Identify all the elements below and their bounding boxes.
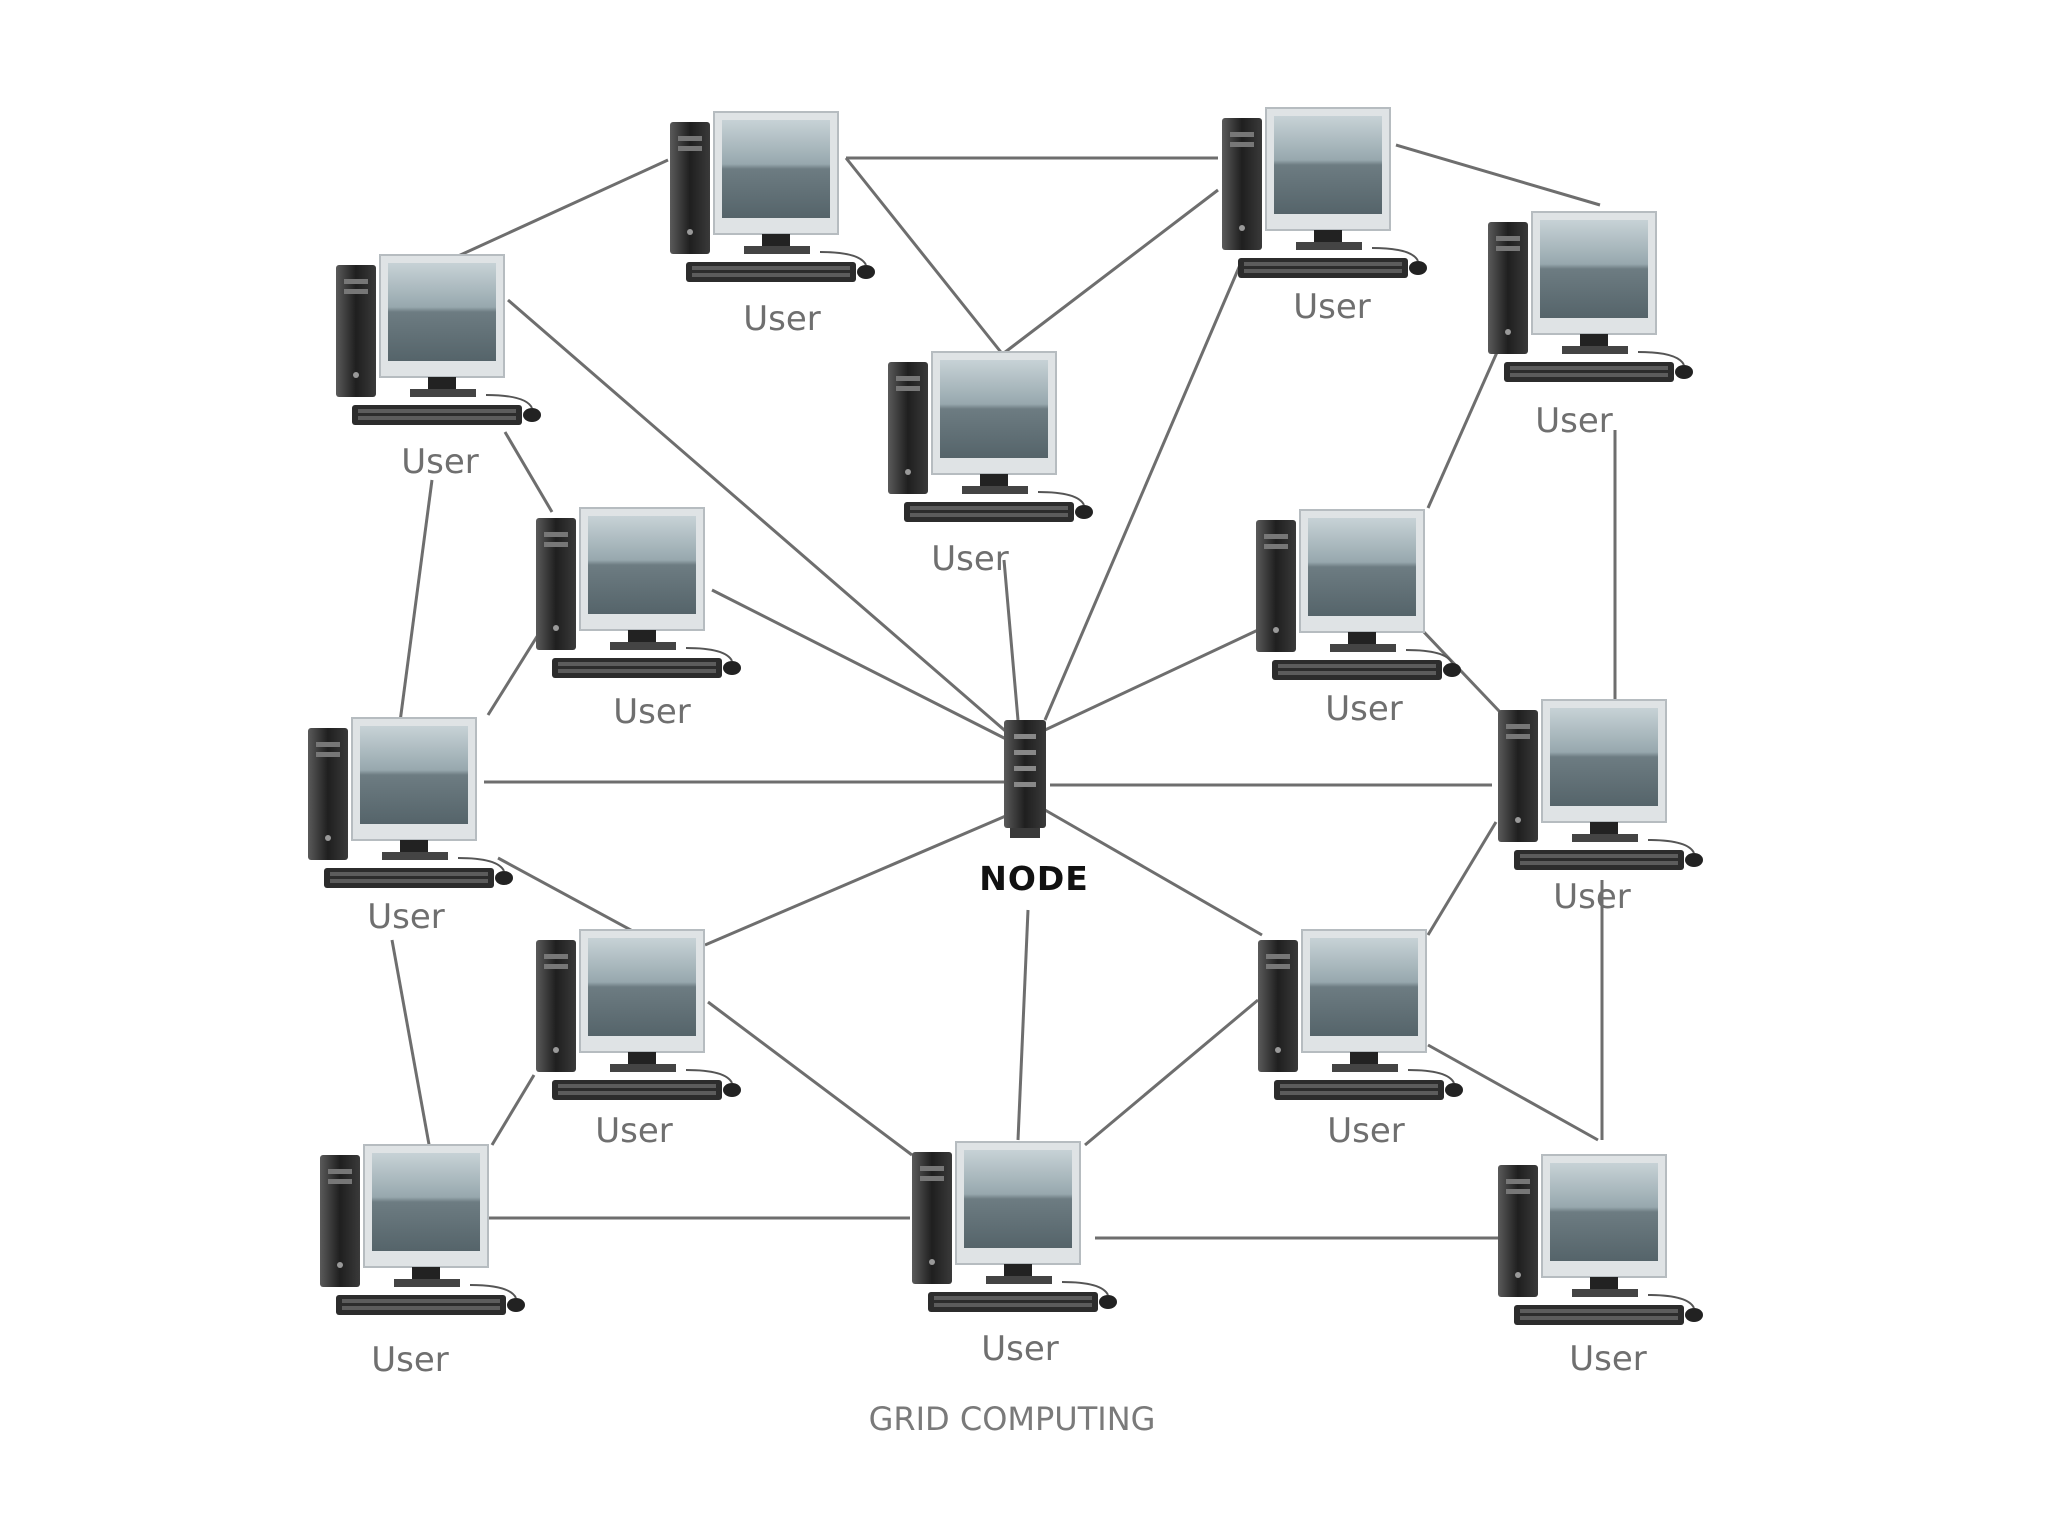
link — [507, 298, 1011, 737]
link — [844, 157, 1006, 357]
computer-icon — [335, 254, 542, 426]
link — [444, 158, 669, 264]
computer-top-mid: User — [669, 111, 876, 339]
user-label: User — [595, 1111, 673, 1151]
user-label: User — [1553, 877, 1631, 917]
hub-node: NODE — [979, 720, 1089, 898]
user-label: User — [1327, 1111, 1405, 1151]
link — [1084, 998, 1259, 1147]
computer-mid-left-outer: User — [307, 717, 514, 937]
user-label: User — [981, 1329, 1059, 1369]
link — [1002, 559, 1020, 721]
link — [1043, 264, 1242, 721]
computer-lower-right-inner: User — [1257, 929, 1464, 1151]
computer-bottom-right: User — [1497, 1154, 1704, 1379]
link — [398, 479, 434, 723]
computer-upper-left: User — [335, 254, 542, 482]
computer-mid-right-outer: User — [1497, 699, 1704, 917]
link — [707, 1000, 913, 1157]
computer-mid-right-inner: User — [1255, 509, 1462, 729]
link — [390, 939, 432, 1151]
user-label: User — [1293, 287, 1371, 327]
computer-upper-far-right: User — [1487, 211, 1694, 441]
link — [999, 188, 1219, 358]
user-label: User — [401, 442, 479, 482]
user-label: User — [1535, 401, 1613, 441]
link — [1044, 808, 1263, 937]
computer-icon — [1497, 1154, 1704, 1326]
user-label: User — [931, 539, 1009, 579]
link — [1395, 143, 1601, 207]
computer-bottom-left: User — [319, 1144, 526, 1380]
user-label: User — [743, 299, 821, 339]
user-label: User — [613, 692, 691, 732]
computer-icon — [887, 351, 1094, 523]
user-label: User — [371, 1340, 449, 1380]
computer-icon — [1257, 929, 1464, 1101]
link — [704, 813, 1009, 947]
computer-icon — [911, 1141, 1118, 1313]
diagram-title: GRID COMPUTING — [869, 1400, 1156, 1438]
computer-mid-left-inner: User — [535, 507, 742, 732]
computer-top-right: User — [1221, 107, 1428, 327]
link — [503, 431, 554, 513]
link — [1420, 628, 1502, 714]
computer-lower-left-inner: User — [535, 929, 742, 1151]
computer-icon — [669, 111, 876, 283]
link — [711, 588, 1009, 742]
link — [1427, 1043, 1599, 1142]
computer-icon — [319, 1144, 526, 1316]
computer-icon — [1221, 107, 1428, 279]
computer-upper-center: User — [887, 351, 1094, 579]
computer-icon — [307, 717, 514, 889]
connection-lines — [390, 143, 1617, 1240]
user-label: User — [1569, 1339, 1647, 1379]
link — [1044, 628, 1259, 732]
link — [1016, 909, 1030, 1141]
server-icon — [1004, 720, 1046, 838]
link — [1426, 821, 1498, 936]
link — [1426, 349, 1500, 509]
computer-bottom-center: User — [911, 1141, 1118, 1369]
user-label: User — [1325, 689, 1403, 729]
computer-icon — [1255, 509, 1462, 681]
computer-icon — [1497, 699, 1704, 871]
computer-icon — [535, 507, 742, 679]
link — [486, 634, 540, 716]
link — [497, 856, 641, 937]
computer-icon — [535, 929, 742, 1101]
node-label: NODE — [979, 859, 1089, 898]
user-label: User — [367, 897, 445, 937]
computer-icon — [1487, 211, 1694, 383]
link — [490, 1074, 536, 1146]
